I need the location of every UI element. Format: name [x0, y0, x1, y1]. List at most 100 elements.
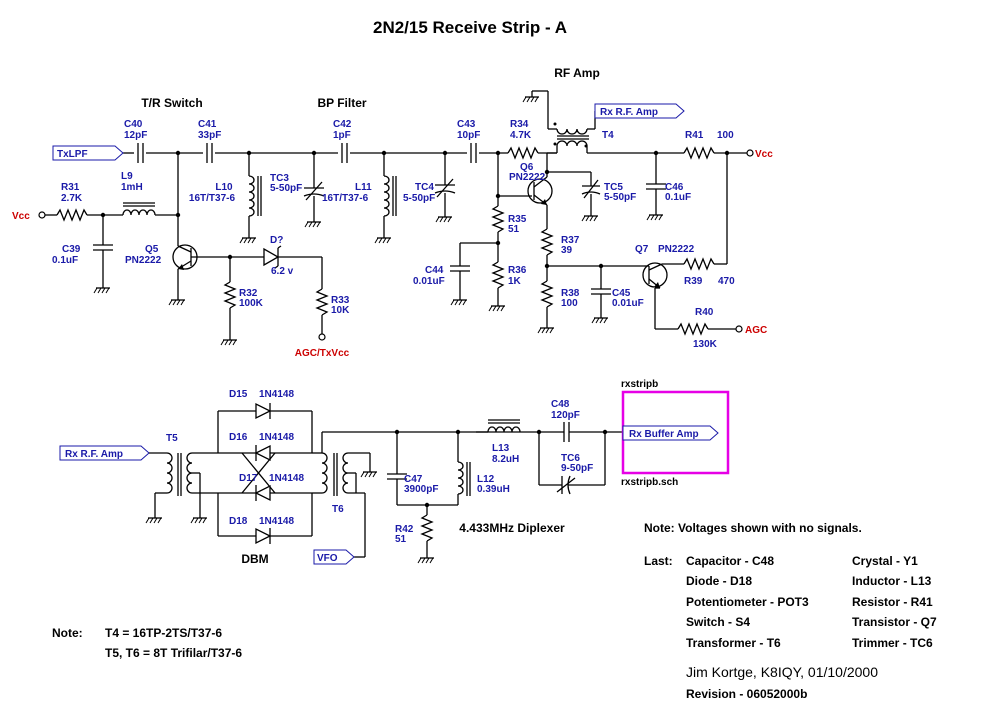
power-agc-txvcc: AGC/TxVcc	[295, 348, 350, 359]
svg-text:Q7: Q7	[635, 244, 649, 255]
svg-text:1N4148: 1N4148	[269, 473, 304, 484]
svg-text:L13: L13	[492, 443, 510, 454]
svg-text:PN2222: PN2222	[125, 255, 162, 266]
svg-text:C43: C43	[457, 119, 476, 130]
label-r35: R35	[508, 214, 527, 225]
capacitor-c47: C47 3900pF	[387, 432, 438, 505]
section-dbm: DBM	[241, 552, 268, 566]
resistor-r39: R39 470	[683, 153, 735, 287]
svg-text:D?: D?	[270, 235, 283, 246]
svg-text:470: 470	[718, 276, 735, 287]
svg-text:R40: R40	[695, 307, 714, 318]
power-vcc-left: Vcc	[12, 211, 30, 222]
port-vfo[interactable]: VFO	[313, 549, 355, 565]
transistor-q7: Q7 PN2222	[635, 244, 695, 330]
svg-text:33pF: 33pF	[198, 130, 221, 141]
svg-text:R33: R33	[331, 295, 350, 306]
svg-text:Rx Buffer Amp: Rx Buffer Amp	[629, 429, 699, 440]
capacitor-c39: C39 0.1uF	[52, 215, 113, 294]
svg-text:R41: R41	[685, 130, 704, 141]
diagram-title: 2N2/15 Receive Strip - A	[373, 18, 567, 37]
svg-text:R34: R34	[510, 119, 529, 130]
transistor-q5: Q5 PN2222	[125, 153, 264, 306]
svg-text:5-50pF: 5-50pF	[270, 183, 302, 194]
svg-text:0.39uH: 0.39uH	[477, 484, 510, 495]
power-vcc-right: Vcc	[755, 149, 773, 160]
svg-text:R42: R42	[395, 524, 414, 535]
svg-text:4.7K: 4.7K	[510, 130, 532, 141]
svg-text:L9: L9	[121, 171, 133, 182]
svg-text:10K: 10K	[331, 305, 350, 316]
svg-text:PN2222: PN2222	[658, 244, 695, 255]
svg-text:rxstripb: rxstripb	[621, 379, 658, 390]
resistor-r32: R32 100K	[220, 257, 264, 346]
svg-text:Q6: Q6	[520, 162, 534, 173]
label-r38: R38	[561, 288, 580, 299]
svg-text:R39: R39	[684, 276, 703, 287]
last-left-1: Diode - D18	[686, 574, 752, 588]
capacitor-c40: C40 12pF	[124, 119, 147, 163]
label-tc5-value: 5-50pF	[604, 192, 636, 203]
svg-text:Rx R.F. Amp: Rx R.F. Amp	[65, 449, 123, 460]
last-right-0: Crystal - Y1	[852, 554, 918, 568]
q6-collector-emitter	[537, 152, 644, 334]
section-diplexer: 4.433MHz Diplexer	[459, 521, 565, 535]
last-right-2: Resistor - R41	[852, 595, 933, 609]
svg-text:D17: D17	[239, 473, 258, 484]
inductor-l10: L10 16T/T37-6	[189, 153, 262, 244]
svg-text:1N4148: 1N4148	[259, 389, 294, 400]
port-txlpf[interactable]: TxLPF	[52, 145, 124, 161]
svg-text:5-50pF: 5-50pF	[403, 193, 435, 204]
svg-text:TC6: TC6	[561, 453, 580, 464]
section-bp-filter: BP Filter	[317, 96, 366, 110]
svg-text:PN2222: PN2222	[509, 172, 546, 183]
svg-text:120pF: 120pF	[551, 410, 580, 421]
port-rx-rf-amp-top[interactable]: Rx R.F. Amp	[594, 103, 685, 119]
label-r38-value: 100	[561, 298, 578, 309]
dbm-diode-ring	[192, 410, 322, 537]
svg-text:10pF: 10pF	[457, 130, 480, 141]
port-rx-rf-amp-bottom[interactable]: Rx R.F. Amp	[59, 445, 150, 461]
svg-text:D15: D15	[229, 389, 248, 400]
svg-text:3900pF: 3900pF	[404, 484, 438, 495]
svg-text:0.1uF: 0.1uF	[52, 255, 78, 266]
inductor-l12: L12 0.39uH	[457, 432, 510, 505]
last-left-2: Potentiometer - POT3	[686, 595, 809, 609]
trimmer-tc3: TC3 5-50pF	[270, 153, 325, 228]
author-line: Jim Kortge, K8IQY, 01/10/2000	[686, 664, 878, 680]
svg-text:1mH: 1mH	[121, 182, 143, 193]
svg-text:R32: R32	[239, 288, 258, 299]
svg-text:R31: R31	[61, 182, 80, 193]
svg-text:C46: C46	[665, 182, 684, 193]
svg-text:100K: 100K	[239, 298, 264, 309]
svg-text:1pF: 1pF	[333, 130, 351, 141]
svg-text:TC4: TC4	[415, 182, 434, 193]
transistor-q6: Q6 PN2222	[509, 153, 553, 206]
svg-text:TC3: TC3	[270, 173, 289, 184]
trimmer-tc4: TC4 5-50pF	[403, 153, 456, 223]
resistor-r33: R33 10K	[315, 257, 350, 334]
label-r36-value: 1K	[508, 276, 522, 287]
svg-text:Rx R.F. Amp: Rx R.F. Amp	[600, 107, 658, 118]
last-right-1: Inductor - L13	[852, 574, 932, 588]
svg-text:0.1uF: 0.1uF	[665, 192, 691, 203]
resistor-r42: R42 51	[395, 505, 435, 564]
inductor-l9: L9 1mH	[121, 171, 178, 216]
sheet-symbol-rxstripb[interactable]: Rx Buffer Amp rxstripb rxstripb.sch	[621, 379, 730, 488]
svg-text:6.2 v: 6.2 v	[271, 266, 294, 277]
svg-text:rxstripb.sch: rxstripb.sch	[621, 477, 678, 488]
label-r35-value: 51	[508, 224, 520, 235]
svg-text:T5: T5	[166, 433, 178, 444]
capacitor-c46: C46 0.1uF	[646, 153, 691, 221]
svg-text:C47: C47	[404, 474, 423, 485]
resistor-r40: R40 130K	[677, 307, 736, 350]
label-r37-value: 39	[561, 245, 573, 256]
resistor-r41: R41 100	[683, 130, 748, 160]
diode-d15: D15 1N4148	[229, 389, 294, 420]
resistor-r34: R34 4.7K	[507, 119, 539, 160]
diode-d16: D16 1N4148	[229, 432, 294, 462]
section-tr-switch: T/R Switch	[141, 96, 202, 110]
label-r37: R37	[561, 235, 580, 246]
svg-text:Q5: Q5	[145, 244, 159, 255]
